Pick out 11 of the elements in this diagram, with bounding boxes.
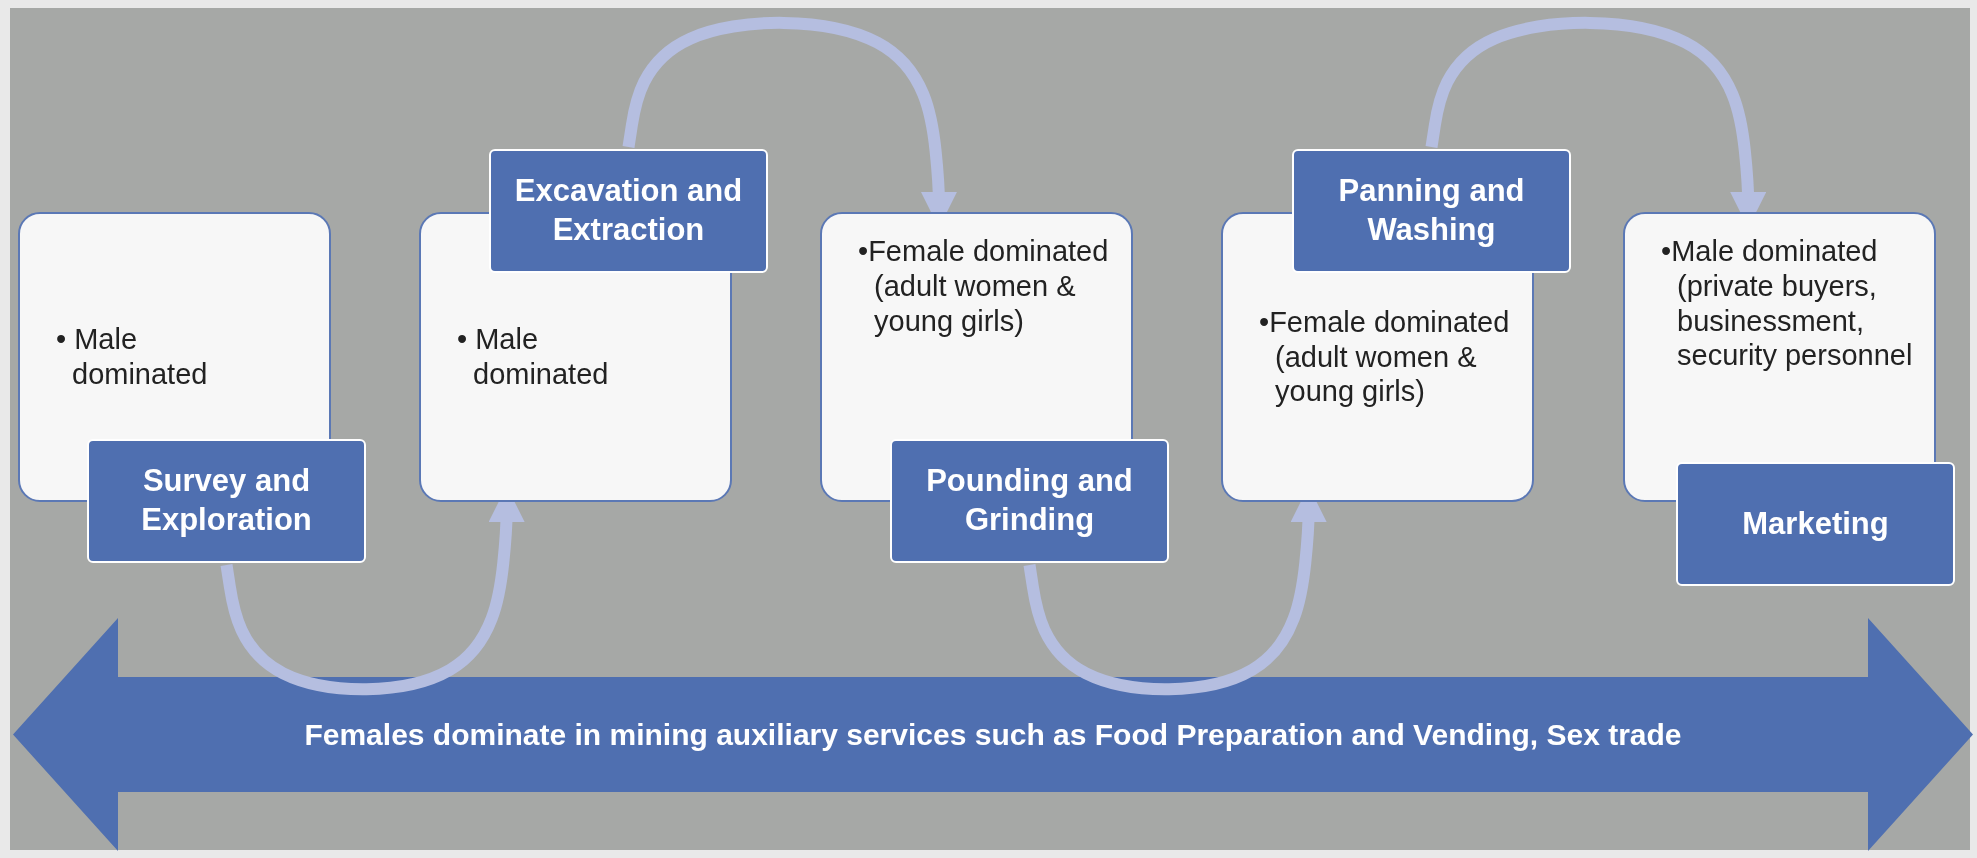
stage-label: Survey and Exploration [87,439,366,563]
bullet-text: • Male dominated [457,322,610,392]
bullet-text: •Female dominated (adult women & young girls) [1259,304,1510,410]
stage-label: Pounding and Grinding [890,439,1169,563]
banner-text: Females dominate in mining auxiliary services such as Food Preparation and Vending, Sex trade [304,717,1682,752]
stage-label: Marketing [1676,462,1955,586]
bullet-text: •Male dominated (private buyers, businessment, security personnel [1661,234,1914,374]
bullet-text: • Male dominated [56,322,209,392]
stage-label: Excavation and Extraction [489,149,768,273]
stage-label: Panning and Washing [1292,149,1571,273]
bullet-text: •Female dominated (adult women & young girls) [858,234,1109,339]
